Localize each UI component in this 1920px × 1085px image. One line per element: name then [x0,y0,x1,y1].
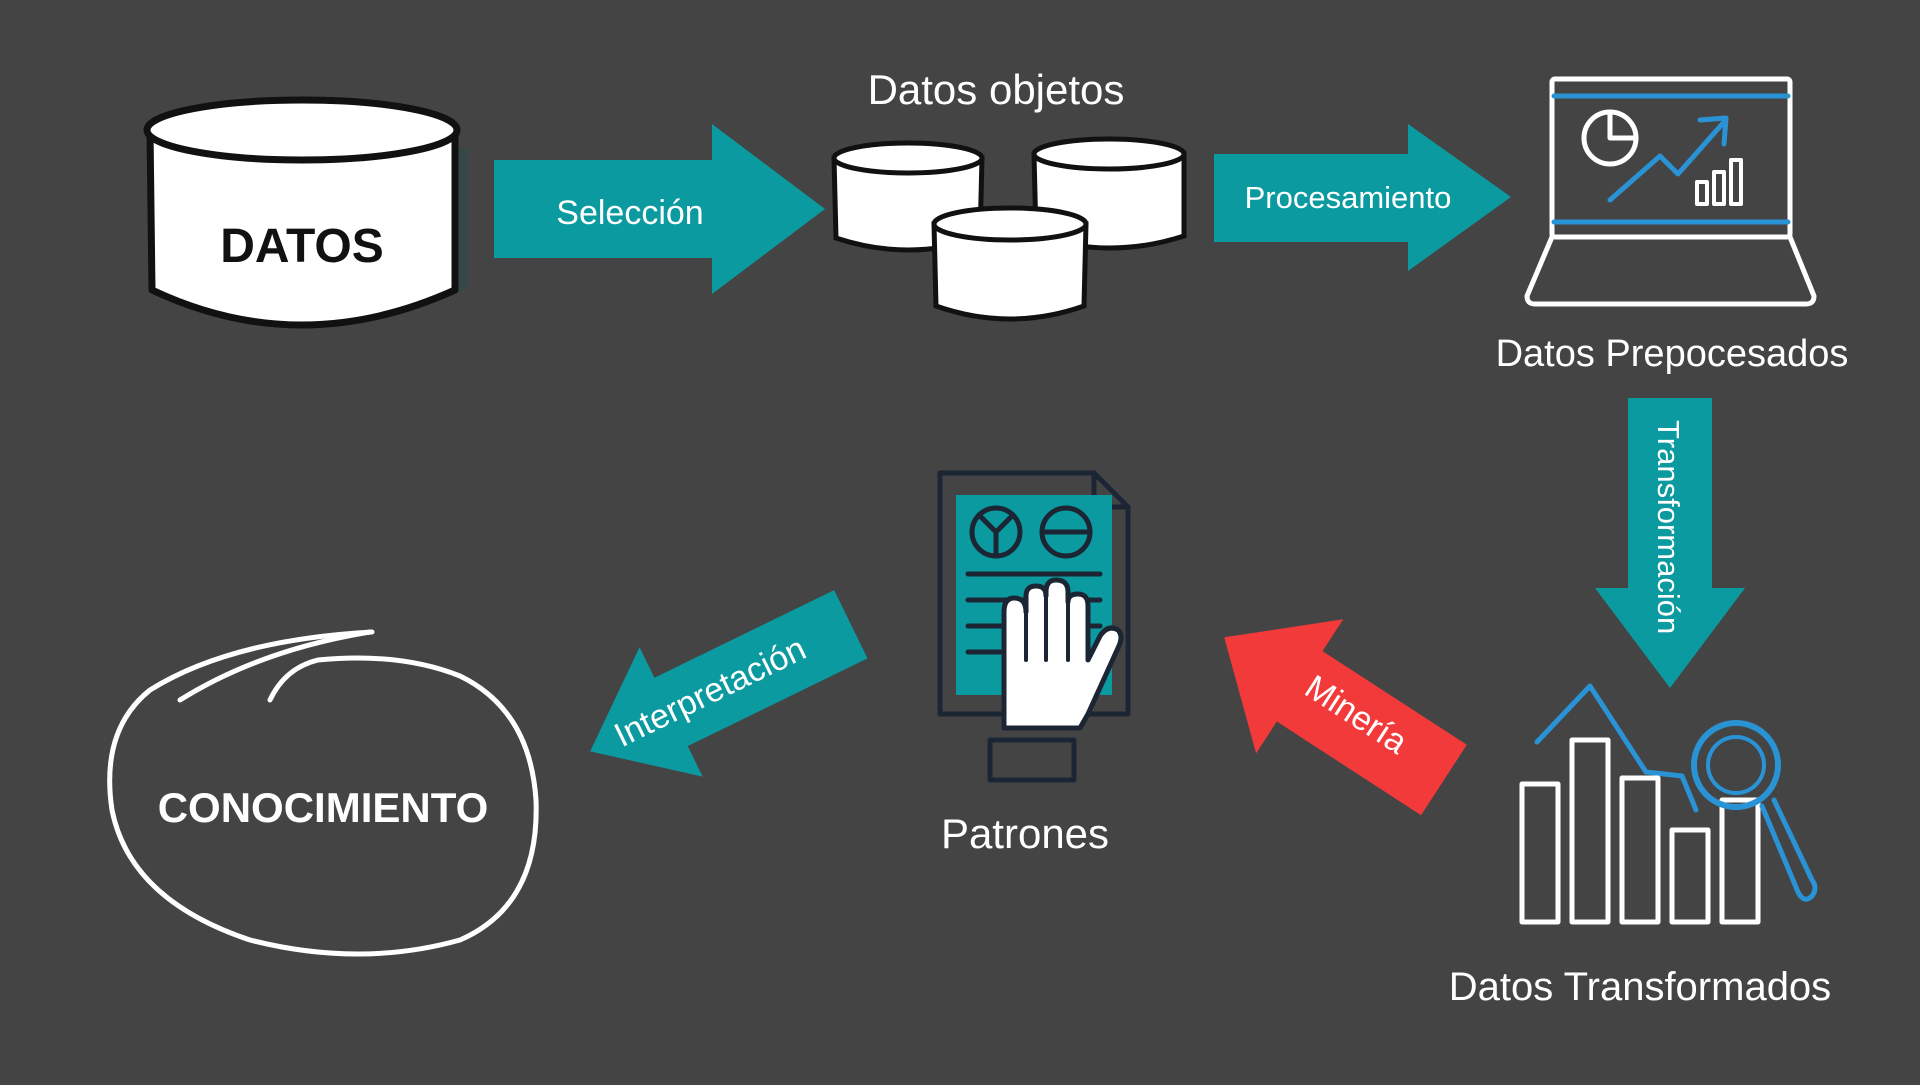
seleccion-arrow: Selección [494,124,825,294]
conocimiento-label: CONOCIMIENTO [158,784,489,831]
magnifier-icon [1691,720,1781,810]
transformacion-arrow: Transformación [1595,398,1745,688]
datos-objetos-cylinders: Datos objetos [831,66,1187,322]
hand-icon [987,577,1124,783]
datos-cylinder: DATOS [143,96,468,329]
transformacion-label: Transformación [1651,420,1686,634]
datos-preprocesados-label: Datos Prepocesados [1496,333,1849,375]
datos-objetos-label: Datos objetos [868,66,1125,113]
procesamiento-label: Procesamiento [1245,180,1452,215]
procesamiento-arrow: Procesamiento [1214,124,1511,271]
interpretacion-arrow [590,590,868,777]
cylinder-front [931,205,1089,322]
mineria-arrow [1224,619,1467,816]
patrones-label: Patrones [941,810,1109,857]
datos-transformados-label: Datos Transformados [1449,965,1831,1009]
laptop-icon [1524,76,1817,307]
bar-chart-magnifier-icon [1519,683,1818,925]
conocimiento-circle [107,629,539,957]
document-hand-icon [937,470,1131,783]
seleccion-label: Selección [556,194,703,232]
datos-label: DATOS [220,220,384,273]
